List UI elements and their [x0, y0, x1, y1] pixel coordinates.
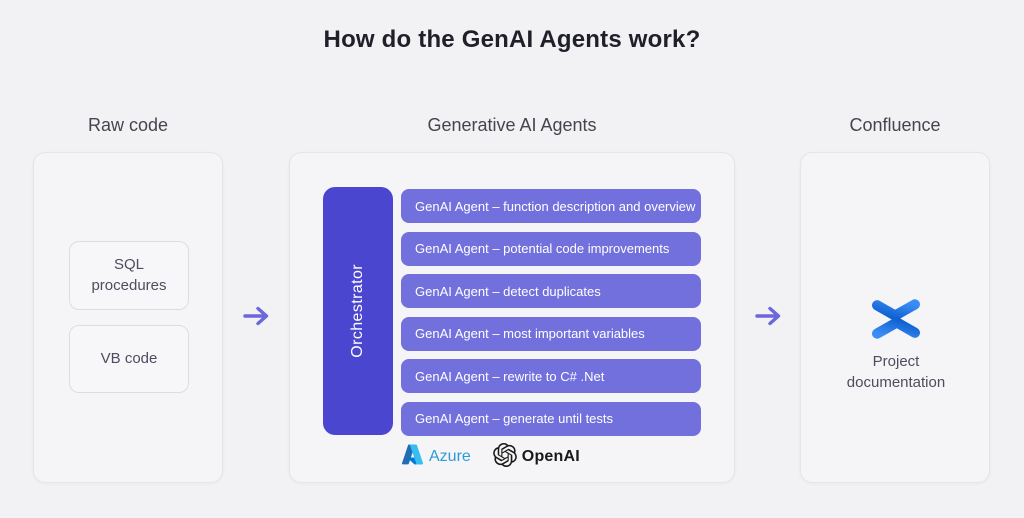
generative-ai-agents-panel: Orchestrator GenAI Agent – function desc… [289, 152, 735, 483]
agent-bar-label: GenAI Agent – function description and o… [415, 198, 696, 214]
arrow-right-icon [242, 303, 272, 329]
azure-icon [401, 443, 424, 471]
project-documentation-caption: Project documentation [846, 353, 946, 391]
sql-procedures-box: SQL procedures [69, 241, 189, 310]
agent-bar: GenAI Agent – function description and o… [401, 189, 701, 223]
openai-label: OpenAI [521, 448, 580, 465]
arrow-right-icon [754, 303, 784, 329]
openai-icon [492, 442, 517, 472]
agent-bar: GenAI Agent – generate until tests [401, 401, 701, 436]
vb-code-box: VB code [69, 325, 189, 393]
column-heading-generative-ai-agents: Generative AI Agents [427, 115, 597, 135]
vendor-logos-row: Azure OpenAI [401, 442, 580, 472]
confluence-panel: Project documentation [800, 152, 990, 483]
orchestrator-bar: Orchestrator [323, 187, 393, 435]
column-heading-raw-code: Raw code [87, 115, 169, 135]
agent-bar-label: GenAI Agent – rewrite to C# .Net [415, 368, 605, 384]
raw-code-panel: SQL procedures VB code [33, 152, 223, 483]
page-title: How do the GenAI Agents work? [323, 26, 701, 53]
azure-logo: Azure [401, 443, 471, 471]
agent-bars-list: GenAI Agent – function description and o… [401, 189, 701, 436]
agent-bar-label: GenAI Agent – most important variables [415, 326, 645, 342]
confluence-icon [801, 295, 991, 343]
column-heading-confluence: Confluence [849, 115, 941, 135]
agent-bar-label: GenAI Agent – generate until tests [415, 411, 614, 427]
agent-bar: GenAI Agent – rewrite to C# .Net [401, 359, 701, 394]
agent-bar: GenAI Agent – most important variables [401, 316, 701, 351]
openai-logo: OpenAI [492, 442, 580, 472]
azure-label: Azure [429, 448, 471, 465]
agent-bar: GenAI Agent – detect duplicates [401, 274, 701, 309]
agent-bar: GenAI Agent – potential code improvement… [401, 231, 701, 266]
agent-bar-label: GenAI Agent – detect duplicates [415, 283, 601, 299]
orchestrator-label: Orchestrator [349, 264, 366, 358]
agent-bar-label: GenAI Agent – potential code improvement… [415, 241, 670, 257]
